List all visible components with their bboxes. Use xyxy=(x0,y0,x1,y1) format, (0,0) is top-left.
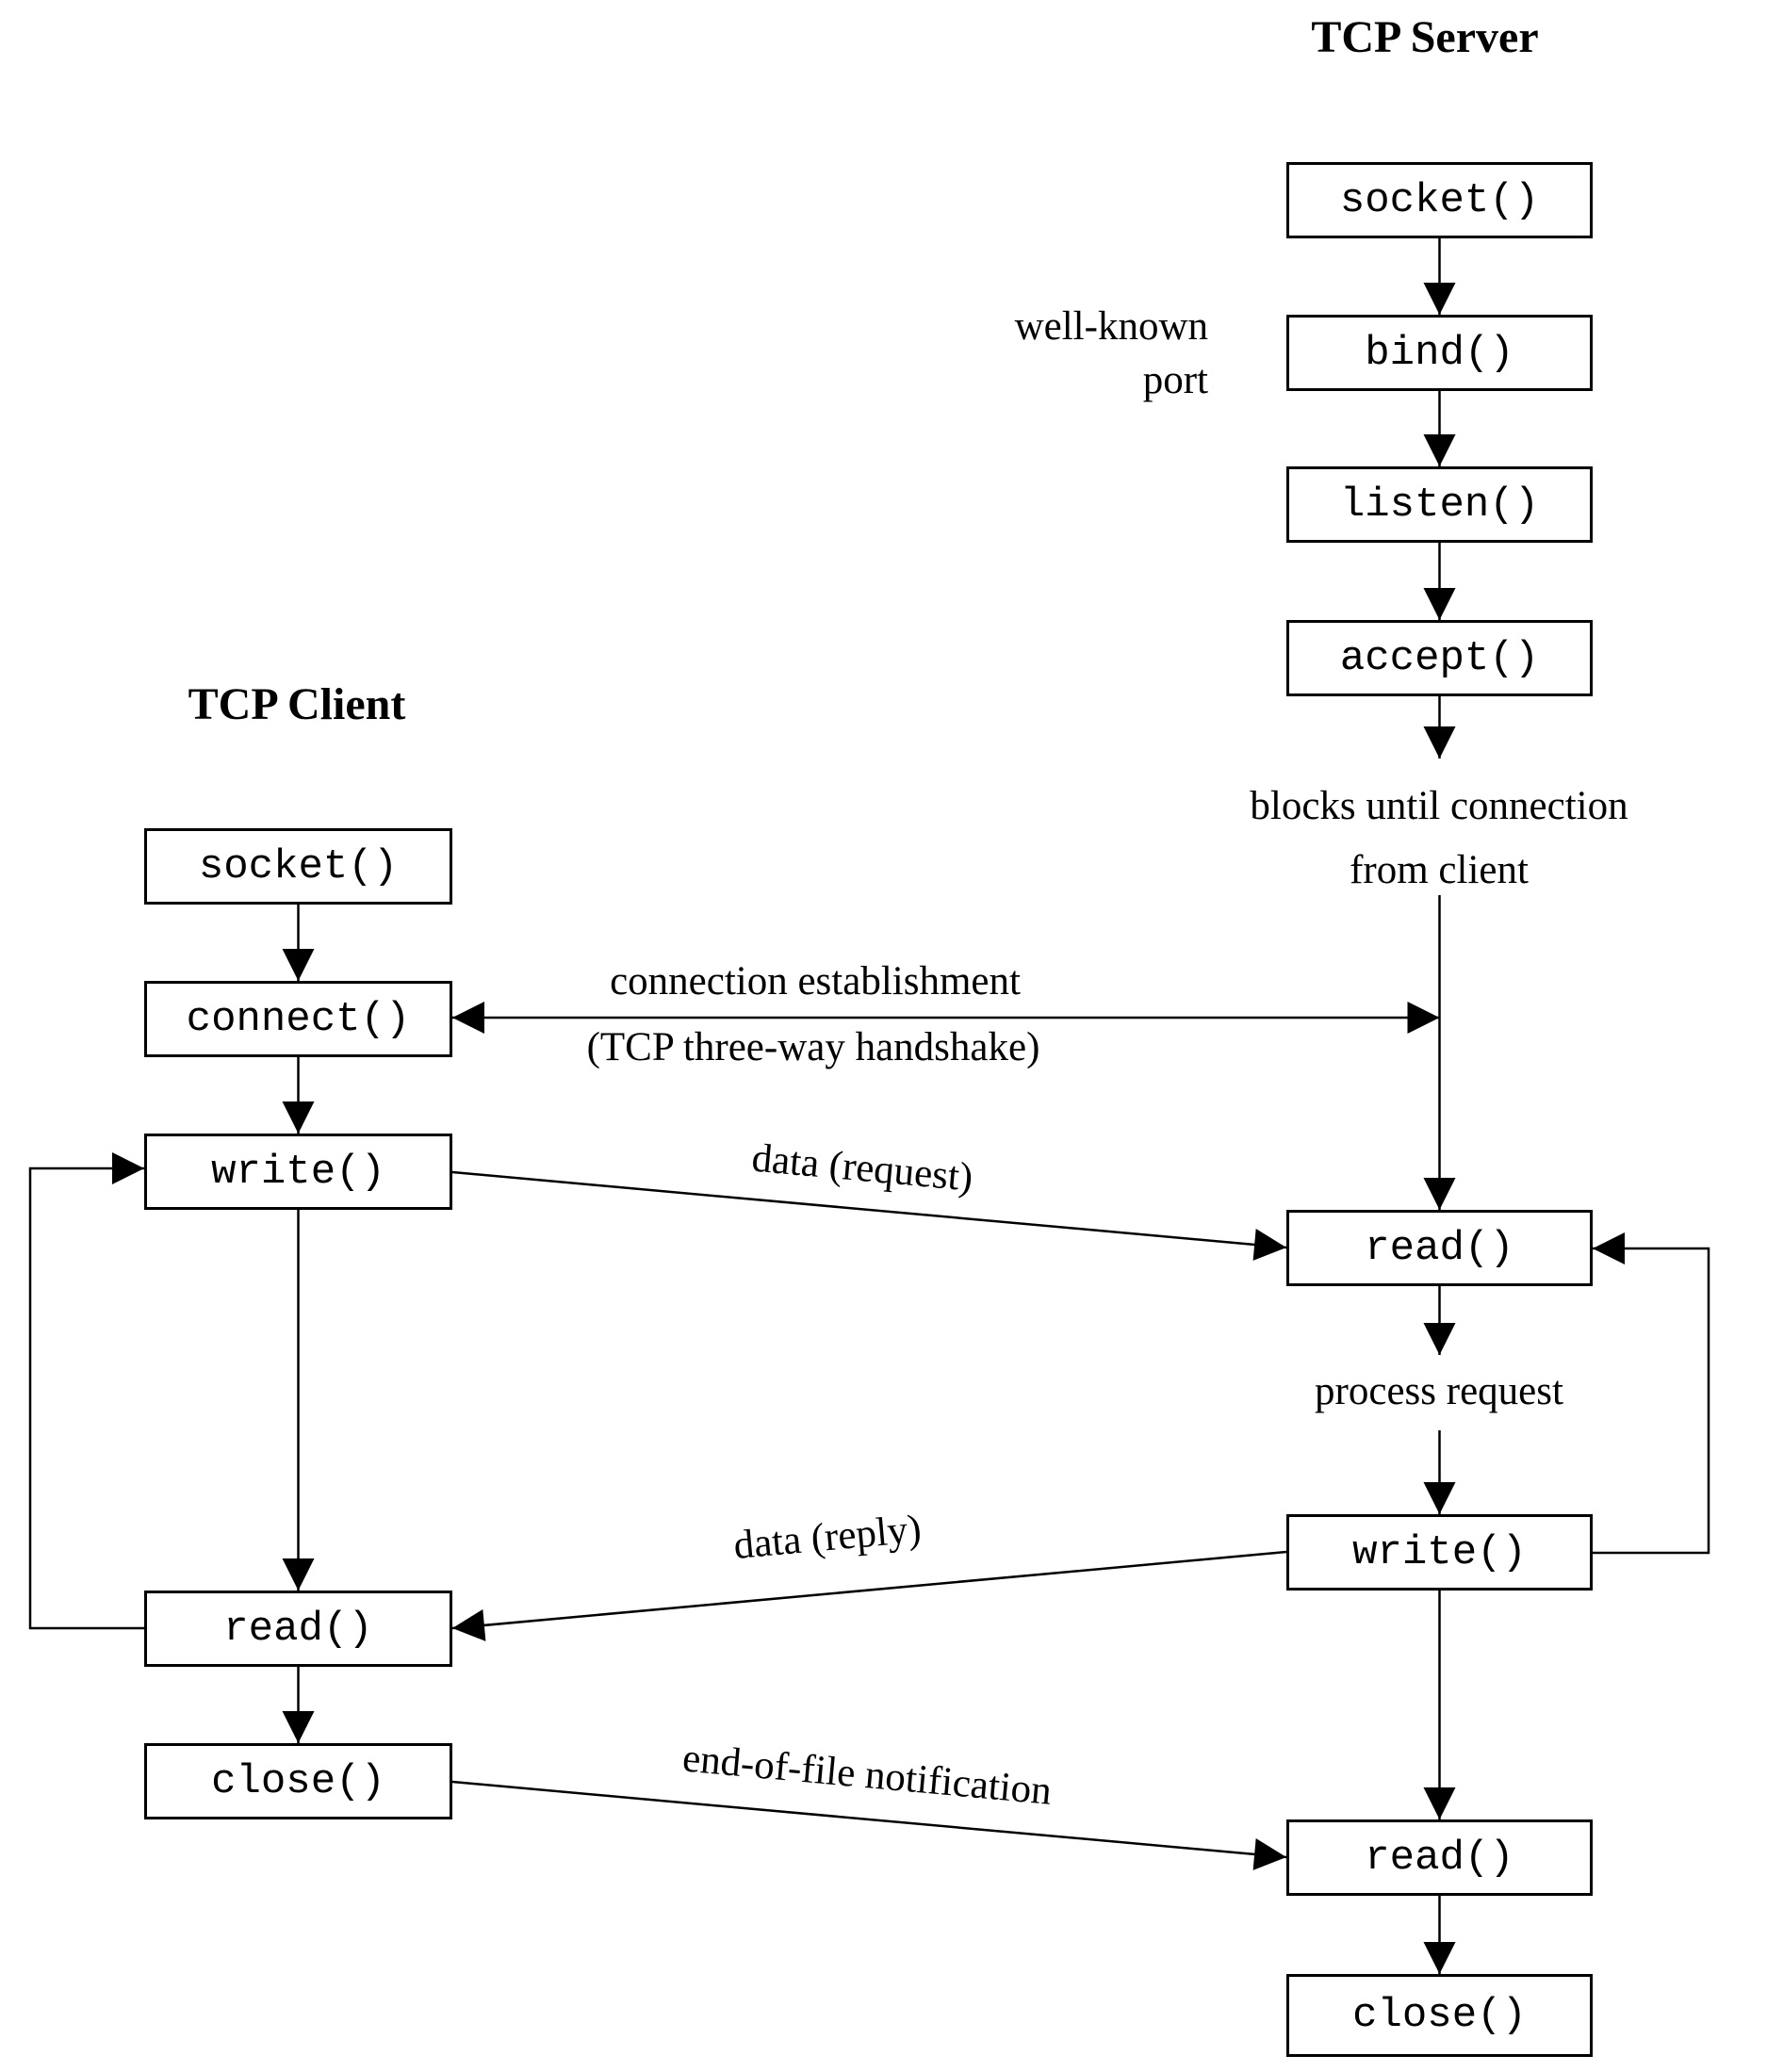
client-column-title: TCP Client xyxy=(188,679,406,729)
arrow-eof-notification xyxy=(451,1780,1287,1870)
well-known-port-label: well-known port xyxy=(1015,300,1208,407)
arrow-client-read-loop-to-write xyxy=(28,1152,144,1630)
client-read-box: read() xyxy=(144,1591,452,1667)
server-read2-box: read() xyxy=(1286,1819,1593,1896)
blocks-until-connection-label: blocks until connection from client xyxy=(1250,775,1628,903)
server-write-box: write() xyxy=(1286,1514,1593,1591)
blocks-line2: from client xyxy=(1350,848,1529,892)
process-request-label: process request xyxy=(1315,1369,1563,1414)
blocks-line1: blocks until connection xyxy=(1250,784,1628,828)
client-write-box: write() xyxy=(144,1134,452,1210)
well-known-port-line1: well-known xyxy=(1014,304,1208,349)
well-known-port-line2: port xyxy=(1142,358,1208,402)
client-connect-box: connect() xyxy=(144,981,452,1057)
client-socket-box: socket() xyxy=(144,828,452,905)
server-bind-box: bind() xyxy=(1286,315,1593,391)
server-read-box: read() xyxy=(1286,1210,1593,1286)
server-socket-box: socket() xyxy=(1286,162,1593,238)
arrow-server-write-loop-to-read xyxy=(1593,1232,1710,1555)
handshake-label-line1: connection establishment xyxy=(610,959,1021,1004)
server-listen-box: listen() xyxy=(1286,466,1593,543)
server-close-box: close() xyxy=(1286,1974,1593,2057)
server-column-title: TCP Server xyxy=(1311,12,1539,62)
server-accept-box: accept() xyxy=(1286,620,1593,696)
arrow-data-request xyxy=(451,1170,1287,1261)
client-close-box: close() xyxy=(144,1743,452,1819)
arrow-data-reply xyxy=(451,1550,1287,1641)
handshake-label-line2: (TCP three-way handshake) xyxy=(586,1025,1040,1070)
